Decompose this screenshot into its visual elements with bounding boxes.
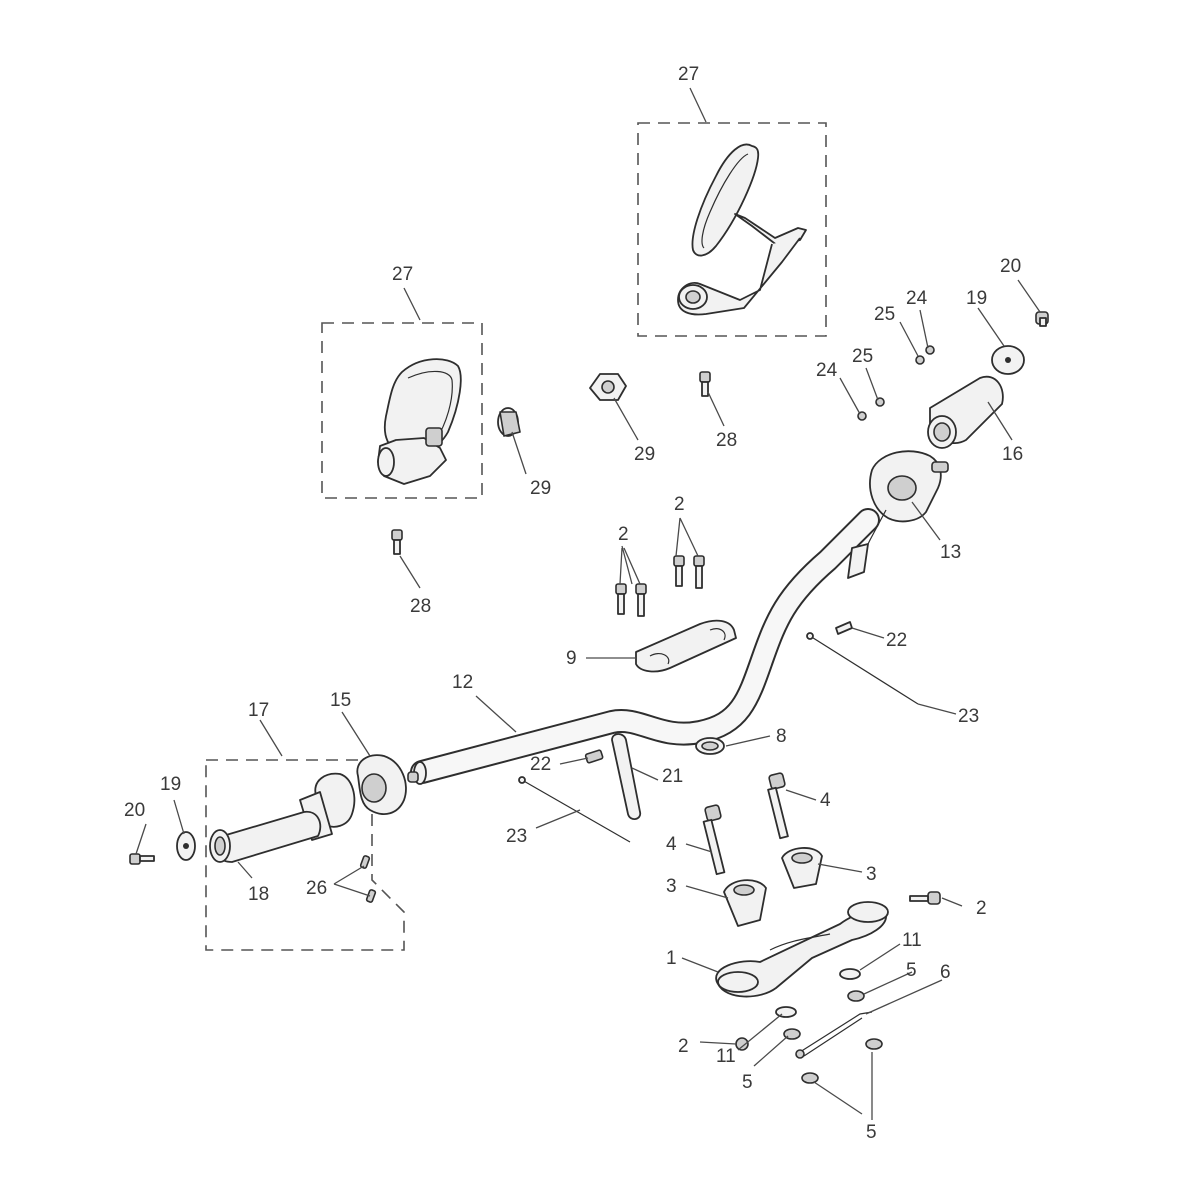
callout-24: 24 [816, 360, 838, 381]
top-yoke [715, 901, 889, 998]
callout-3: 3 [866, 864, 877, 885]
cable-tie-23-right [806, 632, 919, 705]
bar-end-weight-left [176, 831, 196, 861]
callout-28: 28 [410, 596, 431, 617]
callout-17: 17 [248, 700, 269, 721]
callout-28: 28 [716, 430, 737, 451]
callout-2: 2 [678, 1036, 689, 1057]
wire-clip-6 [795, 1011, 873, 1059]
callout-4: 4 [820, 790, 831, 811]
callout-26: 26 [306, 878, 327, 899]
callout-27: 27 [678, 64, 699, 85]
callout-23: 23 [506, 826, 527, 847]
callout-3: 3 [666, 876, 677, 897]
callout-18: 18 [248, 884, 269, 905]
bar-end-mirror-left [377, 358, 462, 485]
callout-15: 15 [330, 690, 351, 711]
screw-28-right [699, 371, 711, 397]
callout-19: 19 [966, 288, 987, 309]
callout-19: 19 [160, 774, 181, 795]
callout-22: 22 [530, 754, 551, 775]
washers-11 [775, 968, 861, 1018]
mirror-adapter-29-left [497, 407, 521, 437]
screw-28-left [391, 529, 403, 555]
callout-20: 20 [124, 800, 145, 821]
callout-5: 5 [742, 1072, 753, 1093]
callout-27: 27 [392, 264, 413, 285]
cable-clip-22-left [584, 749, 604, 764]
small-screws-24-25 [857, 345, 935, 421]
callout-29: 29 [530, 478, 551, 499]
left-grip-18 [209, 811, 322, 863]
callout-9: 9 [566, 648, 577, 669]
callout-29: 29 [634, 444, 655, 465]
callout-2: 2 [618, 524, 629, 545]
mirror-adapter-29-right [589, 373, 627, 401]
cable-tie-23-left [518, 776, 631, 843]
left-switch-housing-15 [356, 754, 419, 815]
callout-22: 22 [886, 630, 907, 651]
callout-16: 16 [1002, 444, 1023, 465]
leader-lines [135, 87, 1041, 1120]
mirror-kit-box-left [321, 322, 483, 499]
callout-20: 20 [1000, 256, 1021, 277]
callout-12: 12 [452, 672, 473, 693]
riser-clamps-3 [723, 847, 823, 927]
callout-24: 24 [906, 288, 928, 309]
bracket-21 [611, 733, 642, 820]
bar-end-weight-right [991, 345, 1025, 375]
callout-2: 2 [976, 898, 987, 919]
cable-clip-22-right [835, 621, 853, 635]
yoke-bolt-2-right [909, 891, 941, 905]
bar-end-mirror-right [677, 143, 807, 316]
callout-8: 8 [776, 726, 787, 747]
spacer-ring-8 [695, 737, 725, 755]
callout-1: 1 [666, 948, 677, 969]
callout-labels: 27 27 29 29 28 28 20 20 19 19 24 24 25 2… [124, 64, 1023, 1143]
callout-5: 5 [906, 960, 917, 981]
callout-25: 25 [874, 304, 895, 325]
callout-21: 21 [662, 766, 683, 787]
right-grip [927, 375, 1004, 449]
callout-25: 25 [852, 346, 873, 367]
right-switch-housing [847, 450, 949, 579]
clamp-bolts-2 [615, 555, 705, 617]
bar-end-screw-left [129, 853, 155, 865]
callout-6: 6 [940, 962, 951, 983]
nuts-5 [783, 990, 883, 1084]
callout-5: 5 [866, 1122, 877, 1143]
callout-2: 2 [674, 494, 685, 515]
callout-4: 4 [666, 834, 677, 855]
callout-13: 13 [940, 542, 961, 563]
handlebar-top-clamp [635, 619, 737, 673]
callout-23: 23 [958, 706, 979, 727]
callout-11: 11 [716, 1046, 736, 1067]
riser-bolts-4 [702, 772, 789, 876]
bar-end-screw-right [1035, 311, 1049, 327]
callout-11: 11 [902, 930, 922, 951]
